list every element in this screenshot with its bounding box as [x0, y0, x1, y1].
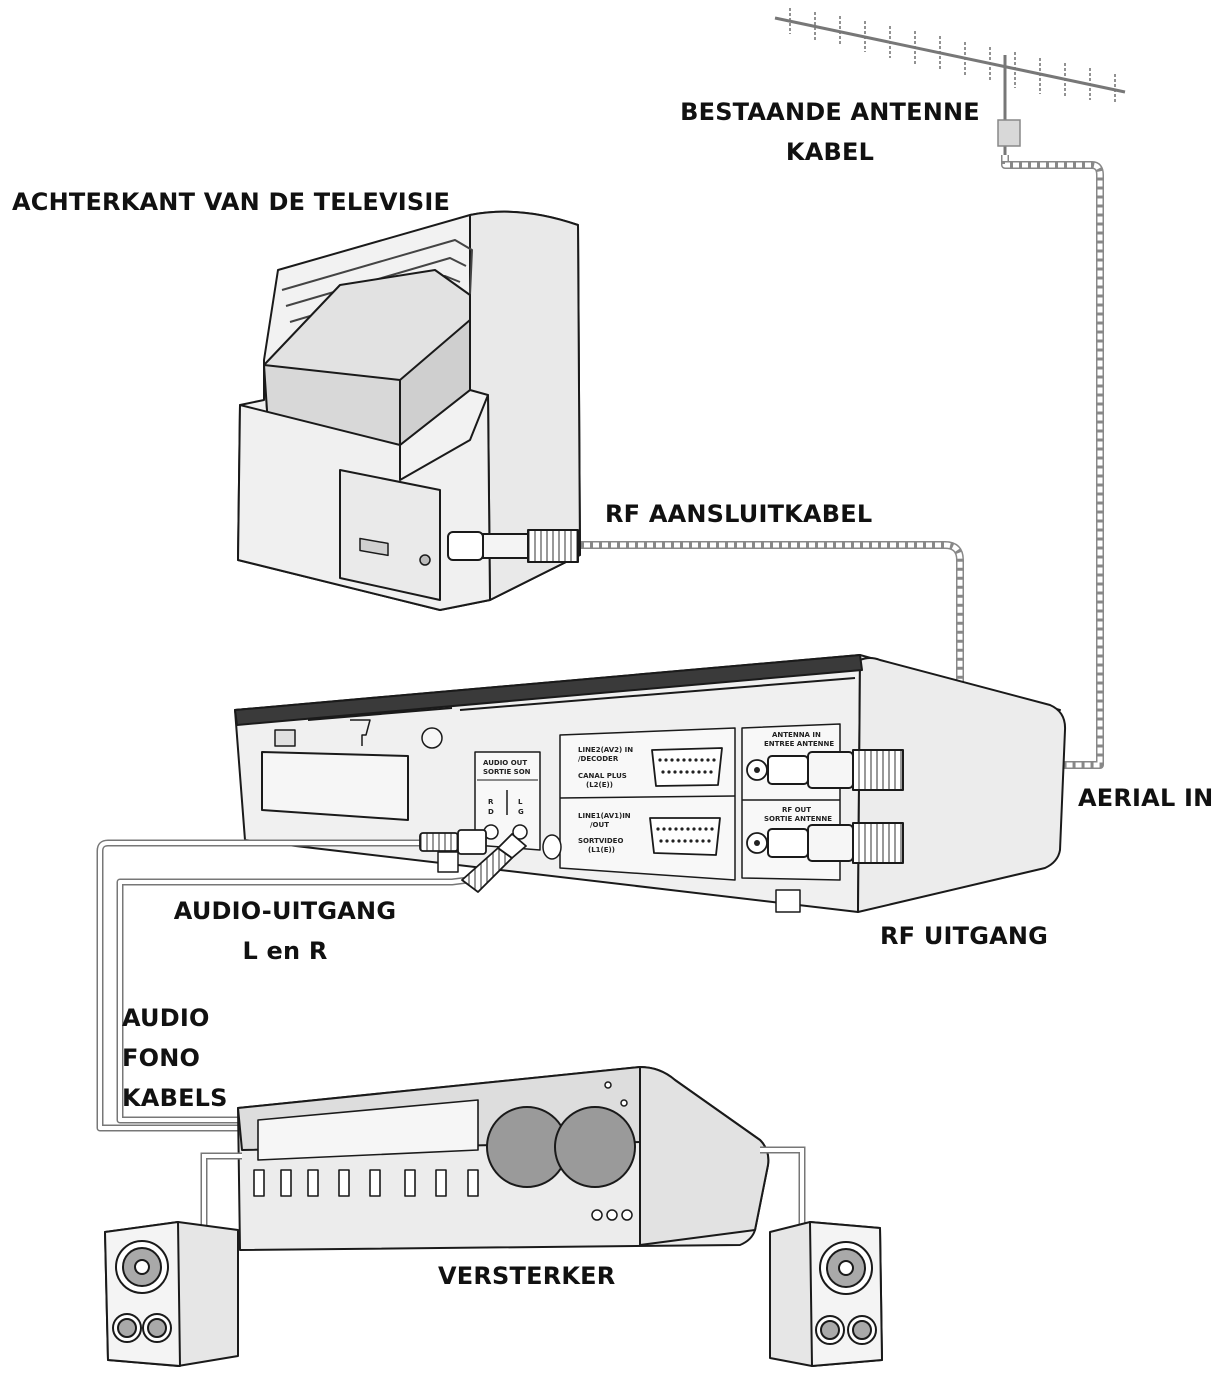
line1-label-2: /OUT — [590, 821, 609, 829]
tv-back-label: ACHTERKANT VAN DE TELEVISIE — [12, 188, 451, 216]
line2-label-1: LINE2(AV2) IN — [578, 746, 633, 754]
amplifier-label: VERSTERKER — [438, 1262, 616, 1290]
antenna-in-label-2: ENTREE ANTENNE — [764, 740, 834, 748]
speaker-left — [104, 1221, 239, 1367]
speaker-cables — [200, 1146, 806, 1228]
canal-label-1: CANAL PLUS — [578, 772, 627, 780]
antenna-label-line1: BESTAANDE ANTENNE — [680, 98, 980, 126]
rf-out-label: RF UITGANG — [880, 922, 1049, 950]
speaker-right — [769, 1221, 883, 1367]
antenna-label-line2: KABEL — [785, 138, 875, 166]
audio-header-2: SORTIE SON — [483, 768, 531, 776]
canal-label-2: (L2(E)) — [586, 781, 613, 789]
audio-cables-line3: KABELS — [122, 1084, 228, 1112]
audio-l: L — [518, 798, 523, 806]
television — [237, 210, 581, 611]
audio-cables-line2: FONO — [122, 1044, 201, 1072]
vcr-panel-labels: AUDIO OUT SORTIE SON R D L G LINE2(AV2) … — [483, 731, 834, 854]
antenna-in-label-1: ANTENNA IN — [772, 731, 821, 739]
audio-cables-line1: AUDIO — [122, 1004, 210, 1032]
audio-out-line1: AUDIO-UITGANG — [173, 897, 397, 925]
rf-out-label-2: SORTIE ANTENNE — [764, 815, 832, 823]
rf-out-label-1: RF OUT — [782, 806, 811, 814]
audio-header-1: AUDIO OUT — [483, 759, 527, 767]
antenna-cable — [905, 155, 1104, 769]
line1-label-4: (L1(E)) — [588, 846, 615, 854]
audio-d: D — [488, 808, 494, 816]
line1-label-3: SORTVIDEO — [578, 837, 623, 845]
vcr — [234, 654, 1067, 913]
antenna-label: BESTAANDE ANTENNE KABEL — [680, 98, 980, 166]
audio-r: R — [488, 798, 494, 806]
audio-cables-label: AUDIO FONO KABELS — [122, 998, 228, 1118]
audio-g: G — [518, 808, 524, 816]
line1-label-1: LINE1(AV1)IN — [578, 812, 631, 820]
rf-cable-label: RF AANSLUITKABEL — [605, 500, 873, 528]
line2-label-2: /DECODER — [578, 755, 619, 763]
antenna — [774, 8, 1126, 165]
audio-out-line2: L en R — [242, 937, 328, 965]
aerial-in-label: AERIAL IN — [1078, 784, 1214, 812]
amplifier — [237, 1066, 770, 1251]
audio-out-label: AUDIO-UITGANG L en R — [150, 897, 420, 965]
audio-cables — [96, 829, 527, 1132]
